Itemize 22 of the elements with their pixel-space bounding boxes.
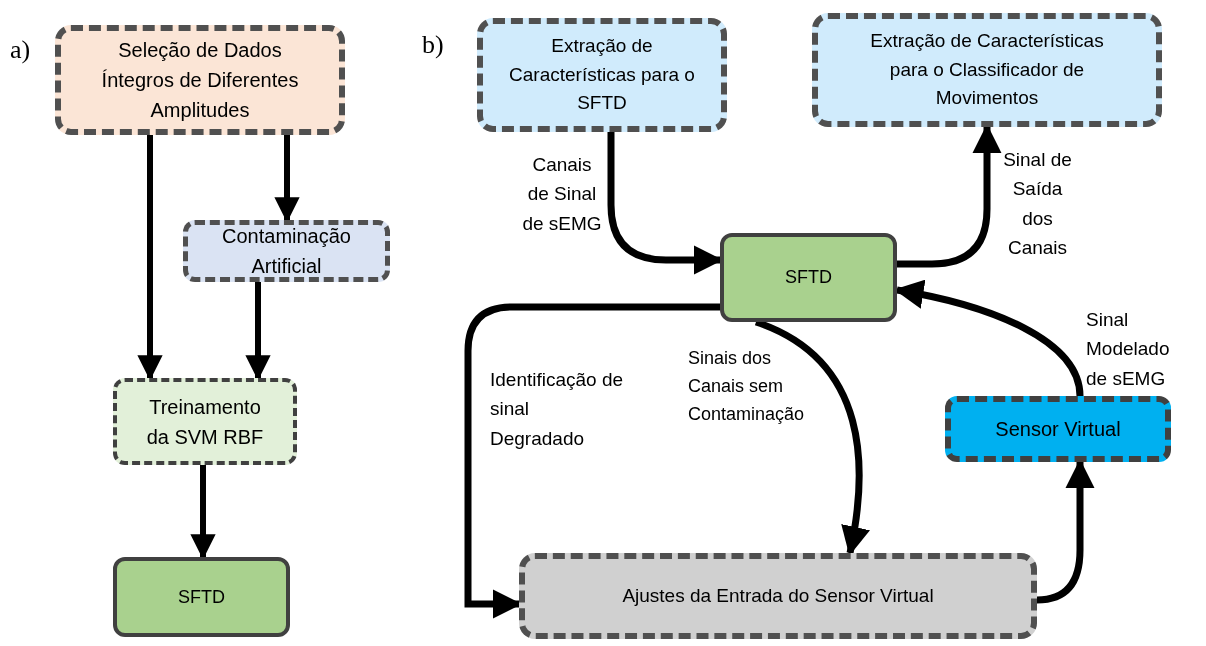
panel-label: b) [422,29,444,61]
process-box: Treinamento da SVM RBF [113,378,297,465]
edge-label: Identificação de sinal Degradado [490,368,625,451]
edge-label: Canais de Sinal de sEMG [522,153,602,236]
arrow [1036,459,1095,604]
process-box: Seleção de Dados Íntegros de Diferentes Amplitudes [55,25,345,135]
edge-label: Sinal Modelado de sEMG [1086,308,1171,391]
process-box: Extração de Características para o Classificador de Movimentos [812,13,1162,127]
edge-label: Sinal de Saída dos Canais [1002,148,1073,261]
arrow [897,124,1002,268]
arrow [137,135,163,381]
process-box: Sensor Virtual [945,396,1171,462]
arrow [245,282,271,381]
panel-label: a) [10,34,31,66]
process-box: Ajustes da Entrada do Sensor Virtual [519,553,1037,639]
arrow [464,303,720,619]
arrow [190,465,216,560]
edge-label: Sinais dos Canais sem Contaminação [688,347,806,426]
process-box: Contaminação Artificial [183,220,390,282]
process-box: Extração de Características para o SFTD [477,18,727,132]
process-box: SFTD [720,233,897,322]
process-box: SFTD [113,557,290,637]
